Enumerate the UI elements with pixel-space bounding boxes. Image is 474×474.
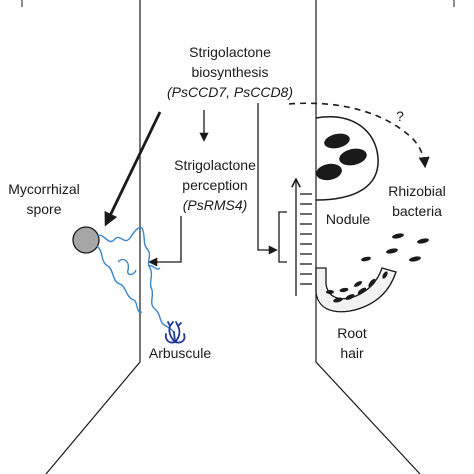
nodule-bacteroid (324, 133, 350, 149)
root-hair-label-line1: Root (337, 325, 367, 341)
biosynthesis-label-line2: biosynthesis (191, 64, 268, 80)
question-mark: ? (396, 108, 404, 124)
rhizobial-bacteria-cells (361, 233, 429, 262)
nodule-bacteroid (339, 148, 367, 166)
mycorrhizal-spore (72, 226, 100, 254)
nodule-bacteroid (316, 163, 342, 181)
root-hair-label-line2: hair (340, 345, 364, 361)
perception-to-arbuscule-arrow (148, 216, 182, 267)
perception-label-line1: Strigolactone (174, 157, 256, 173)
rhizobial-label-line1: Rhizobial (388, 183, 446, 199)
biosynthesis-to-nodulation-arrow (257, 103, 278, 255)
arbuscule-label: Arbuscule (149, 345, 211, 361)
biosynthesis-genes: (PsCCD7, PsCCD8) (167, 84, 293, 100)
nodule-outline (315, 116, 379, 201)
root-cell-outline (45, 0, 421, 474)
perception-label-line2: perception (182, 177, 247, 193)
perception-gene: (PsRMS4) (183, 197, 248, 213)
root-hair-bacteria (326, 271, 388, 303)
infection-thread-bracket (278, 192, 312, 296)
mycorrhizal-label-line1: Mycorrhizal (8, 181, 80, 197)
mycorrhizal-label-line2: spore (26, 201, 61, 217)
rhizobial-label-line2: bacteria (392, 203, 442, 219)
fungal-hyphae (96, 226, 175, 333)
biosynthesis-to-rhizobia-dashed-arrow (288, 102, 430, 169)
nodule-label: Nodule (326, 211, 371, 227)
biosynthesis-to-spore-arrow (104, 111, 162, 227)
arbuscule-structure (164, 321, 186, 344)
biosynthesis-label-line1: Strigolactone (189, 44, 271, 60)
